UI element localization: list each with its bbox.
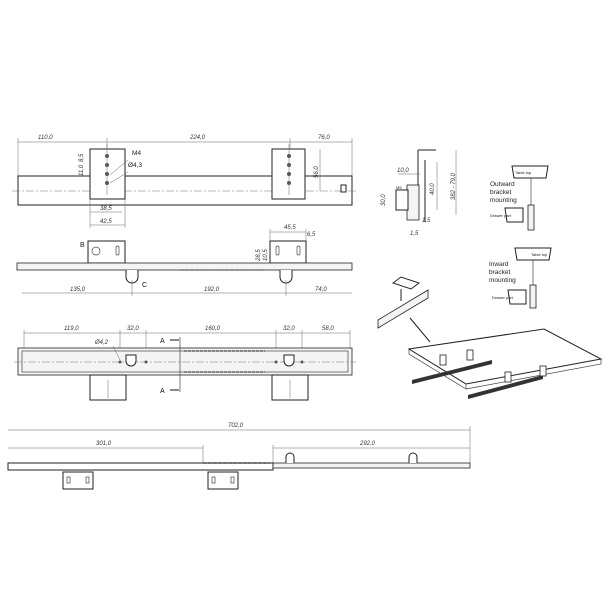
label-c: C xyxy=(142,282,147,289)
dim-224: 224,0 xyxy=(189,135,206,141)
dim-192: 192,0 xyxy=(204,287,220,293)
outward-table-top: Table top xyxy=(515,170,532,175)
dim-382-79: 382 - 79,0 xyxy=(451,172,457,200)
section-a-top: A xyxy=(160,338,165,345)
dim-56: 56,0 xyxy=(314,166,320,178)
dim-74: 74,0 xyxy=(315,287,327,293)
inward-title-2: bracket xyxy=(489,269,511,276)
dim-10-5: 10,5 xyxy=(263,249,269,261)
outward-title-3: mounting xyxy=(490,197,517,204)
dim-40: 40,0 xyxy=(430,183,436,195)
inward-mounting: Table top Drawer part Inward bracket mou… xyxy=(489,247,552,309)
dim-32-a: 32,0 xyxy=(127,326,139,332)
dim-119: 119,0 xyxy=(64,326,79,332)
thread-m4: M4 xyxy=(132,150,141,157)
dim-32-b: 32,0 xyxy=(283,326,295,332)
label-b: B xyxy=(80,242,85,249)
rail-inner-extended xyxy=(272,462,471,469)
outward-title-2: bracket xyxy=(490,189,512,196)
dim-301: 301,0 xyxy=(96,441,112,447)
bottom-view: 119,0 32,0 160,0 32,0 58,0 Ø4,2 A A xyxy=(14,326,356,401)
dim-10: 10,0 xyxy=(397,168,409,174)
rail-front xyxy=(16,262,353,271)
inward-drawer-part: Drawer part xyxy=(492,295,514,300)
dim-30: 30,0 xyxy=(381,194,387,206)
inward-title-3: mounting xyxy=(489,277,516,284)
dim-45-5: 45,5 xyxy=(284,225,296,231)
dim-160: 160,0 xyxy=(205,326,221,332)
dim-6-5: 6,5 xyxy=(307,232,316,238)
front-view: B C 45,5 6,5 28,5 10,5 135,0 192,0 74,0 xyxy=(16,225,353,296)
inward-title-1: Inward xyxy=(489,261,509,268)
extended-view: 702,0 301,0 292,0 xyxy=(7,423,471,490)
dim-1-5-a: 1,5 xyxy=(422,218,431,224)
section-view: 10,0 M5 30,0 40,0 382 - 79,0 1,5 1,5 xyxy=(381,149,457,237)
section-a-bottom: A xyxy=(160,388,165,395)
dim-28-5: 28,5 xyxy=(256,249,262,262)
outward-mounting: Table top Drawer part Outward bracket mo… xyxy=(490,165,549,231)
inward-table-top: Table top xyxy=(531,252,548,257)
dim-1-5-b: 1,5 xyxy=(410,231,419,237)
top-view: 110,0 224,0 76,0 8,5 11,0 56,0 M4 Ø4,3 3… xyxy=(12,135,358,228)
outward-title-1: Outward xyxy=(490,181,515,188)
thread-m5: M5 xyxy=(396,185,402,190)
dim-292: 292,0 xyxy=(359,441,376,447)
outward-drawer-part: Drawer part xyxy=(490,213,512,218)
dim-11: 11,0 xyxy=(79,164,85,176)
rail-bottom xyxy=(17,347,353,376)
dim-38-5: 38,5 xyxy=(100,206,112,212)
dim-702: 702,0 xyxy=(228,423,244,429)
dim-8-5: 8,5 xyxy=(79,153,85,162)
dim-110: 110,0 xyxy=(38,135,53,141)
dim-135: 135,0 xyxy=(70,287,86,293)
hole-4-2: Ø4,2 xyxy=(94,340,109,346)
isometric-illustration xyxy=(377,276,603,399)
rail-outer xyxy=(7,462,274,471)
dim-42-5: 42,5 xyxy=(100,219,112,225)
dim-58: 58,0 xyxy=(322,326,334,332)
dim-76: 76,0 xyxy=(318,135,330,141)
hole-4-3: Ø4,3 xyxy=(128,162,142,169)
